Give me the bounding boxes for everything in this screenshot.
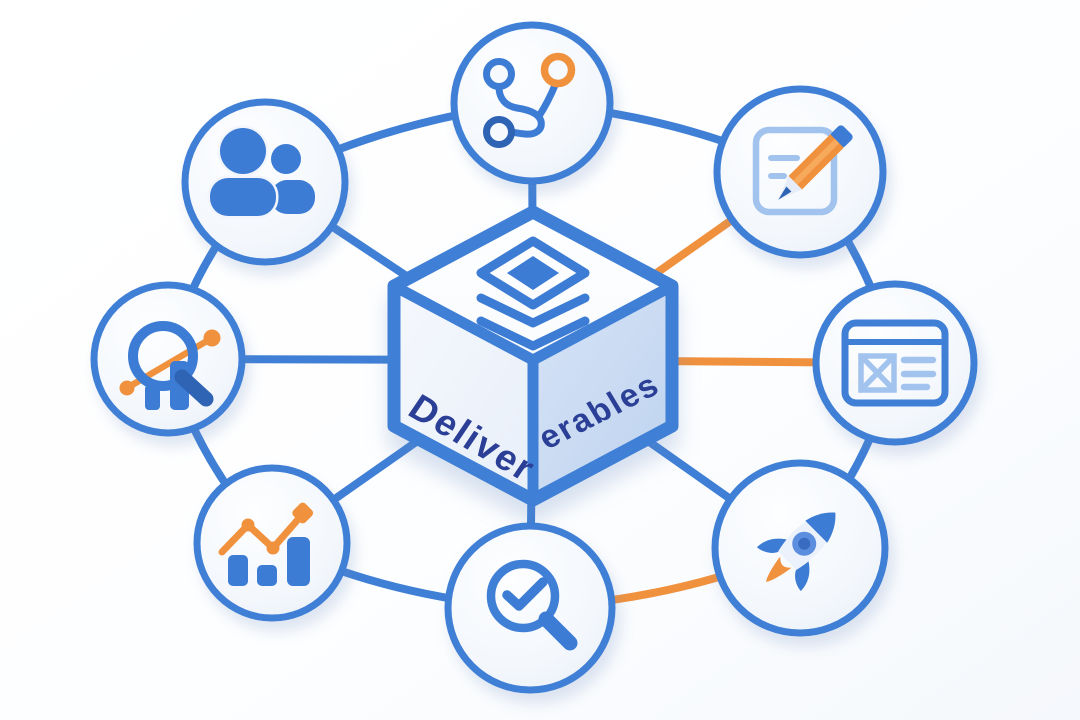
nodes-layer — [90, 21, 978, 694]
workflow-branch-icon — [483, 52, 576, 148]
cube-inner-edges — [388, 280, 678, 506]
layers-inner-diamond — [507, 256, 559, 290]
node-notes — [713, 85, 887, 259]
layers-icon — [476, 236, 590, 351]
node-growth — [193, 464, 351, 622]
pencil-icon — [778, 125, 853, 200]
team-icon — [207, 125, 315, 219]
cube-face-left — [394, 286, 533, 500]
rocket-icon — [756, 512, 836, 592]
node-launch — [711, 459, 889, 637]
node-review — [444, 522, 616, 694]
document-pencil-icon — [752, 125, 853, 216]
node-circle-research — [90, 281, 246, 437]
bar-chart-trend-icon — [218, 502, 314, 586]
cube-face-right — [533, 286, 672, 500]
layers-outer-diamond — [476, 236, 590, 310]
node-wireframe — [812, 280, 978, 446]
magnifier-check-icon — [486, 559, 578, 651]
browser-wireframe-icon — [841, 319, 949, 407]
node-circle-review — [444, 522, 616, 694]
node-research — [90, 281, 246, 437]
node-team — [181, 98, 349, 266]
magnifier-bars-icon — [119, 321, 221, 410]
node-workflow — [450, 21, 614, 185]
layers-chevron-1 — [476, 293, 590, 328]
deliverables-cube: Deliver erables — [387, 205, 679, 507]
node-circle-workflow — [450, 21, 614, 185]
layers-chevron-2 — [476, 316, 590, 351]
